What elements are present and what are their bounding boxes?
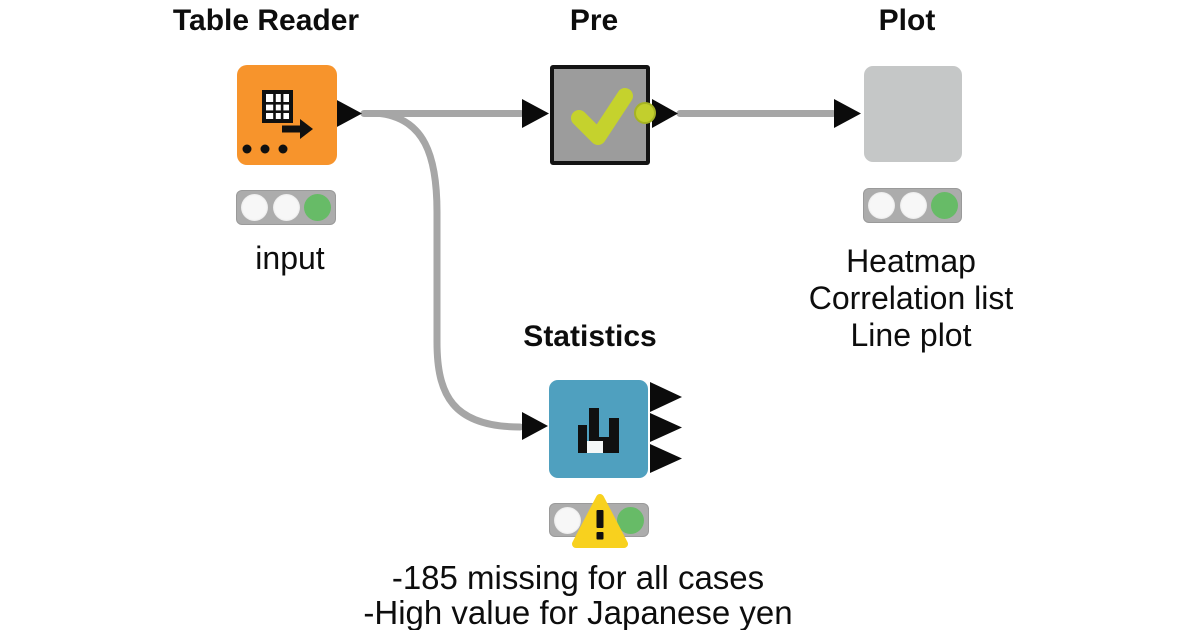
- status-green-light-on: [930, 192, 958, 219]
- table-reader-icon: [242, 90, 313, 154]
- annotation-line-2: -High value for Japanese yen: [363, 594, 793, 630]
- table-reader-output-port[interactable]: [335, 99, 362, 128]
- node-table-reader[interactable]: [237, 65, 337, 165]
- pre-output-port[interactable]: [652, 99, 678, 128]
- status-green-light-on: [616, 507, 644, 534]
- statistics-input-port[interactable]: [522, 412, 548, 440]
- node-statistics[interactable]: [549, 380, 648, 478]
- plot-input-port[interactable]: [834, 99, 861, 128]
- statistics-output-port-3[interactable]: [650, 444, 682, 473]
- plot-label-line-3: Line plot: [850, 317, 972, 353]
- histogram-icon: [578, 408, 619, 453]
- status-red-light-off: [241, 194, 268, 221]
- annotation-line-1: -185 missing for all cases: [391, 559, 765, 596]
- pre-green-port-dot[interactable]: [634, 102, 656, 124]
- node-title-statistics: Statistics: [523, 320, 657, 353]
- node-title-pre: Pre: [569, 4, 619, 37]
- checkmark-icon: [571, 88, 633, 145]
- status-red-light-off: [554, 507, 581, 534]
- status-yellow-light-off: [899, 192, 927, 219]
- node-label-plot: Heatmap Correlation list Line plot: [809, 243, 1014, 354]
- pre-input-port[interactable]: [522, 99, 549, 128]
- wire-tablereader-to-statistics[interactable]: [376, 110, 524, 431]
- node-title-table-reader: Table Reader: [172, 4, 360, 37]
- status-light-table-reader: [236, 190, 336, 225]
- plot-label-line-1: Heatmap: [846, 243, 976, 279]
- status-green-light-on: [303, 194, 331, 221]
- status-red-light-off: [868, 192, 895, 219]
- warning-triangle-icon: [572, 494, 628, 548]
- node-plot[interactable]: [864, 66, 962, 162]
- status-yellow-light-off: [272, 194, 300, 221]
- node-title-plot: Plot: [878, 4, 936, 37]
- plot-label-line-2: Correlation list: [808, 280, 1014, 316]
- node-label-table-reader: input: [255, 240, 325, 276]
- status-light-plot: [863, 188, 962, 223]
- statistics-output-port-2[interactable]: [650, 413, 682, 442]
- statistics-annotation: -185 missing for all cases -High value f…: [363, 560, 792, 630]
- statistics-output-port-1[interactable]: [650, 382, 682, 412]
